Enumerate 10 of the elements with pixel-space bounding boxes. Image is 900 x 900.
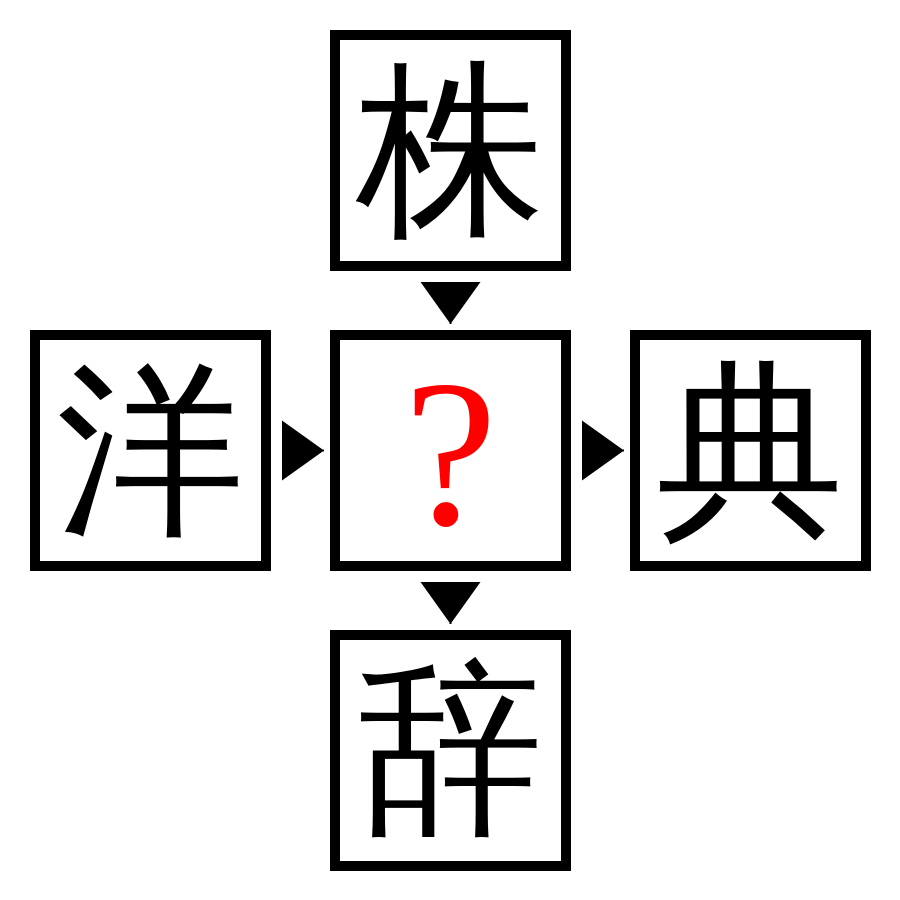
character-box [630,330,871,571]
kanji-character: 洋 [56,356,244,544]
kanji-character: 株 [356,56,544,244]
question-mark: ? [404,348,498,558]
character-box [330,630,571,871]
character-box [30,330,271,571]
character-box [330,30,571,271]
kanji-character: 典 [656,356,844,544]
kanji-character: 辞 [356,656,544,844]
character-box [330,330,571,571]
